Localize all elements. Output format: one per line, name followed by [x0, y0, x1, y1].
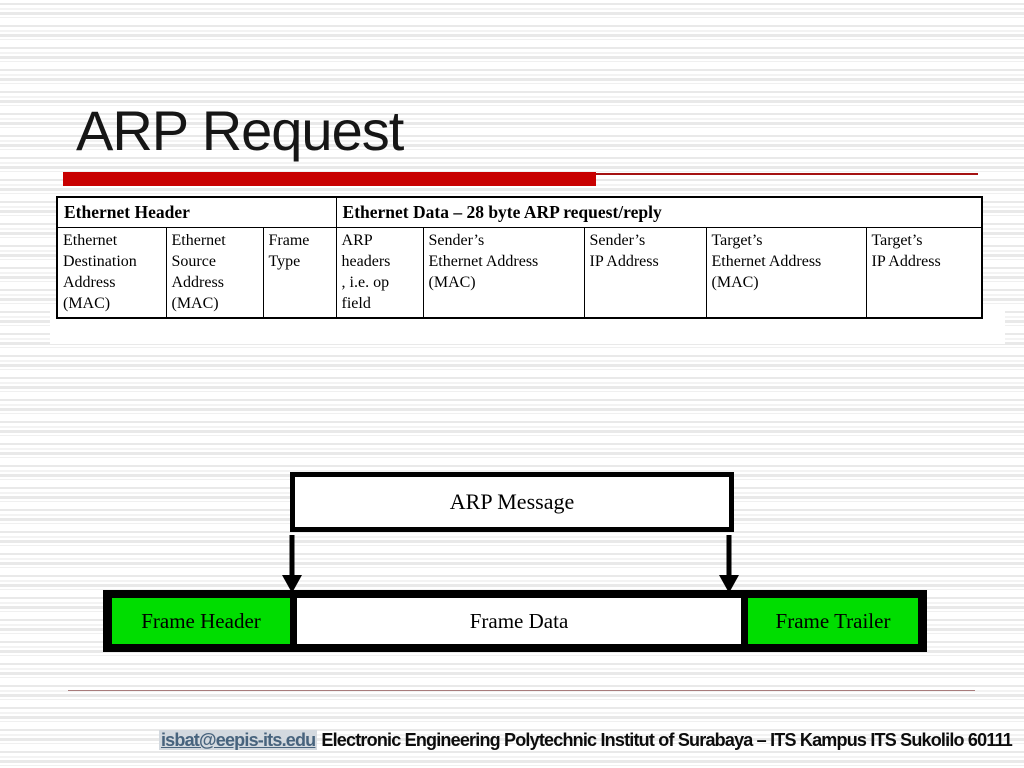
email-link[interactable]: isbat@eepis-its.edu	[158, 730, 318, 750]
down-arrow-icon	[282, 535, 302, 593]
header-cell-ethernet-header: Ethernet Header	[56, 196, 337, 228]
cell-arp-headers: ARP headers , i.e. op field	[335, 226, 424, 319]
arp-message-label: ARP Message	[449, 489, 575, 514]
frame-data-label: Frame Data	[469, 608, 569, 633]
frame-header-box: Frame Header	[112, 598, 290, 644]
arp-message-box: ARP Message	[290, 472, 734, 532]
frame-trailer-label: Frame Trailer	[775, 608, 891, 633]
frame-data-box: Frame Data	[297, 598, 741, 644]
table-row: Ethernet Destination Address (MAC) Ether…	[56, 226, 983, 319]
down-arrow-icon	[719, 535, 739, 593]
table-header-row: Ethernet Header Ethernet Data – 28 byte …	[56, 196, 983, 228]
arp-packet-table: Ethernet Header Ethernet Data – 28 byte …	[56, 196, 984, 319]
cell-sender-ethernet-address: Sender’s Ethernet Address (MAC)	[422, 226, 585, 319]
cell-target-ip-address: Target’s IP Address	[865, 226, 983, 319]
header-cell-ethernet-data: Ethernet Data – 28 byte ARP request/repl…	[335, 196, 983, 228]
title-accent-thin-line	[596, 173, 978, 175]
frame-bar: Frame Header Frame Data Frame Trailer	[103, 590, 927, 652]
slide-title: ARP Request	[76, 99, 404, 162]
cell-ethernet-destination-address: Ethernet Destination Address (MAC)	[56, 226, 167, 319]
frame-trailer-box: Frame Trailer	[748, 598, 918, 644]
title-accent-bar	[63, 172, 596, 186]
cell-ethernet-source-address: Ethernet Source Address (MAC)	[165, 226, 264, 319]
cell-frame-type: Frame Type	[262, 226, 337, 319]
footer-text: Electronic Engineering Polytechnic Insti…	[321, 730, 1012, 750]
footer-divider	[68, 690, 975, 691]
cell-sender-ip-address: Sender’s IP Address	[583, 226, 707, 319]
cell-target-ethernet-address: Target’s Ethernet Address (MAC)	[705, 226, 867, 319]
frame-header-label: Frame Header	[141, 608, 261, 633]
